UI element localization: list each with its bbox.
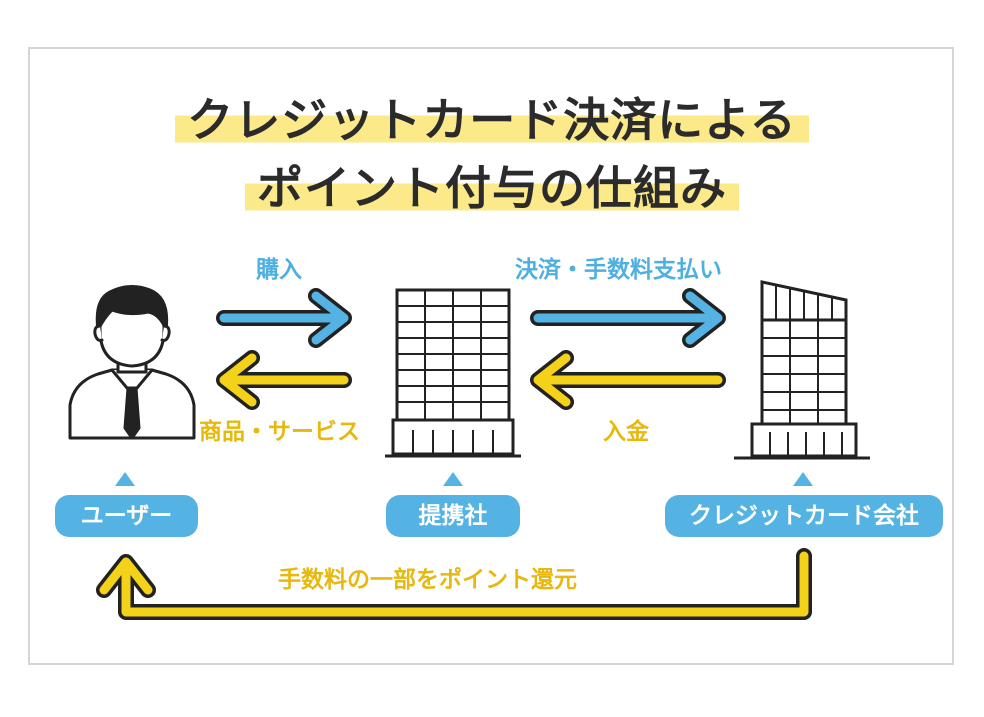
user-badge: ユーザー xyxy=(55,495,198,537)
purchase-label: 購入 xyxy=(256,257,302,283)
point-return-label: 手数料の一部をポイント還元 xyxy=(278,567,577,593)
purchase-arrow xyxy=(216,288,352,348)
partner-badge: 提携社 xyxy=(386,495,520,537)
deposit-arrow xyxy=(530,350,726,410)
card-company-badge: クレジットカード会社 xyxy=(665,495,943,537)
goods-services-label: 商品・サービス xyxy=(199,419,360,445)
card-company-building-icon xyxy=(734,280,870,460)
partner-building-icon xyxy=(385,288,521,458)
settlement-fee-label: 決済・手数料支払い xyxy=(515,257,722,283)
goods-services-arrow xyxy=(216,350,352,410)
title-line-2: ポイント付与の仕組み xyxy=(0,160,984,216)
card-company-pointer xyxy=(793,472,813,486)
user-icon xyxy=(68,285,196,440)
settlement-arrow xyxy=(530,288,726,348)
point-return-arrow xyxy=(96,548,812,620)
user-pointer xyxy=(115,472,135,486)
title-line-1: クレジットカード決済による xyxy=(0,92,984,148)
deposit-label: 入金 xyxy=(603,419,649,445)
partner-pointer xyxy=(443,472,463,486)
